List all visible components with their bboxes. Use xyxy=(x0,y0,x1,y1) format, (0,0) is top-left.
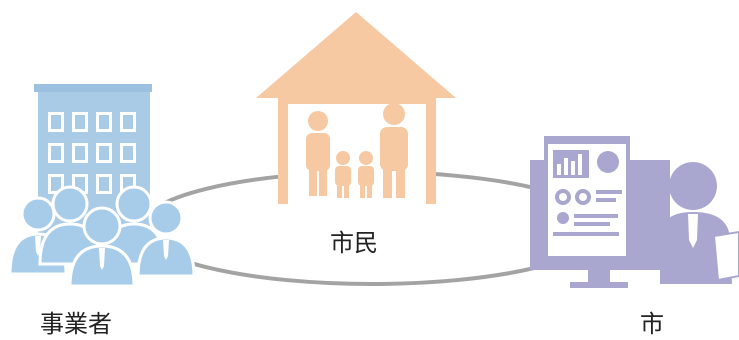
business-people-icon xyxy=(8,185,196,288)
family-icon xyxy=(306,103,408,198)
city-label: 市 xyxy=(640,310,664,338)
business-label: 事業者 xyxy=(40,310,112,338)
businessman-icon xyxy=(640,162,739,284)
citizens-label: 市民 xyxy=(330,229,378,257)
house-icon xyxy=(256,12,456,204)
